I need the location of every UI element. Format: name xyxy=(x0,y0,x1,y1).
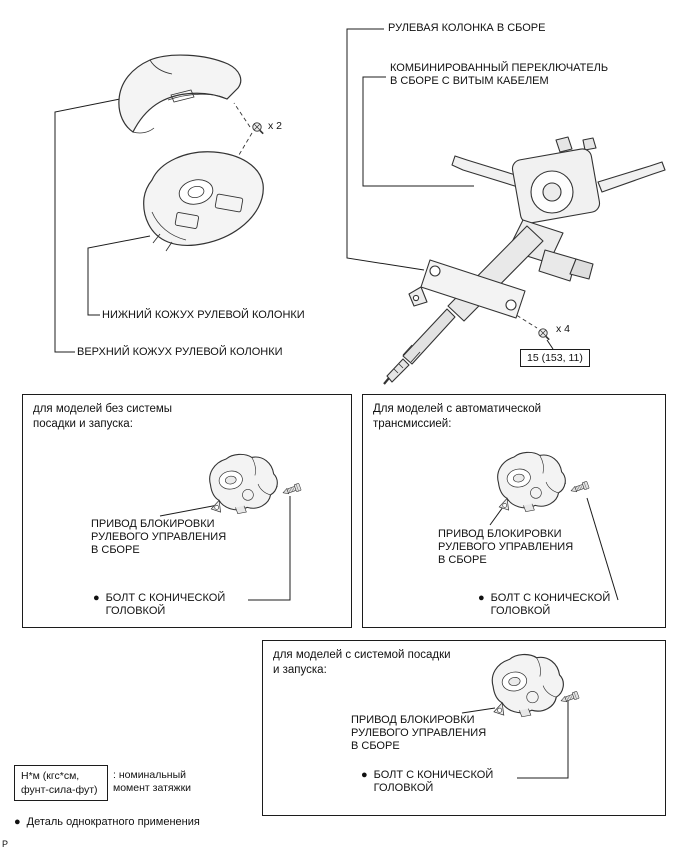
non-reusable-bullet: ● xyxy=(361,769,368,781)
non-reusable-bullet: ● xyxy=(14,816,21,828)
steering-column-drawing xyxy=(383,136,666,385)
actuator-callout: ПРИВОД БЛОКИРОВКИ РУЛЕВОГО УПРАВЛЕНИЯ В … xyxy=(351,714,487,752)
leader-lines xyxy=(54,28,619,779)
actuator-callout: ПРИВОД БЛОКИРОВКИ РУЛЕВОГО УПРАВЛЕНИЯ В … xyxy=(91,518,227,556)
taper-bolt-callout: ● БОЛТ С КОНИЧЕСКОЙ ГОЛОВКОЙ xyxy=(93,592,225,618)
variant-box-no-entry-start: для моделей без системы посадки и запуск… xyxy=(22,394,352,628)
column-bolt-icon xyxy=(537,327,551,341)
taper-bolt-callout-text: БОЛТ С КОНИЧЕСКОЙ ГОЛОВКОЙ xyxy=(373,769,494,794)
variant-box-entry-start: для моделей с системой посадки и запуска… xyxy=(262,640,666,816)
taper-bolt-callout-text: БОЛТ С КОНИЧЕСКОЙ ГОЛОВКОЙ xyxy=(105,592,226,617)
upper-cover-callout: ВЕРХНИЙ КОЖУХ РУЛЕВОЙ КОЛОНКИ xyxy=(77,346,283,358)
bolt-count-callout: x 4 xyxy=(556,323,571,335)
cover-screw-icon xyxy=(252,122,265,135)
variant-box-automatic: Для моделей с автоматической трансмиссие… xyxy=(362,394,666,628)
torque-meaning-label: : номинальный момент затяжки xyxy=(113,769,192,794)
combination-switch-callout: КОМБИНИРОВАННЫЙ ПЕРЕКЛЮЧАТЕЛЬ В СБОРЕ С … xyxy=(390,62,609,87)
lower-cover-callout: НИЖНИЙ КОЖУХ РУЛЕВОЙ КОЛОНКИ xyxy=(102,309,305,321)
torque-spec-box: 15 (153, 11) xyxy=(520,349,590,367)
variant-title: Для моделей с автоматической трансмиссие… xyxy=(373,403,542,430)
variant-title: для моделей без системы посадки и запуск… xyxy=(33,403,173,430)
actuator-callout: ПРИВОД БЛОКИРОВКИ РУЛЕВОГО УПРАВЛЕНИЯ В … xyxy=(438,528,574,566)
variant-title: для моделей с системой посадки и запуска… xyxy=(273,649,451,676)
torque-units-box: Н*м (кгс*см, фунт-сила-фут) xyxy=(14,765,108,801)
non-reusable-legend: ● Деталь однократного применения xyxy=(14,816,200,829)
non-reusable-bullet: ● xyxy=(93,592,100,604)
taper-bolt-callout: ● БОЛТ С КОНИЧЕСКОЙ ГОЛОВКОЙ xyxy=(361,769,493,795)
non-reusable-bullet: ● xyxy=(478,592,485,604)
taper-bolt-callout-text: БОЛТ С КОНИЧЕСКОЙ ГОЛОВКОЙ xyxy=(490,592,611,617)
taper-bolt-callout: ● БОЛТ С КОНИЧЕСКОЙ ГОЛОВКОЙ xyxy=(478,592,610,618)
lower-cover-drawing xyxy=(143,151,264,252)
non-reusable-legend-text: Деталь однократного применения xyxy=(26,816,200,828)
page-corner-mark: P xyxy=(2,839,9,849)
upper-cover-drawing xyxy=(118,54,242,134)
steering-column-callout: РУЛЕВАЯ КОЛОНКА В СБОРЕ xyxy=(388,22,546,34)
screw-count-callout: x 2 xyxy=(268,120,283,132)
